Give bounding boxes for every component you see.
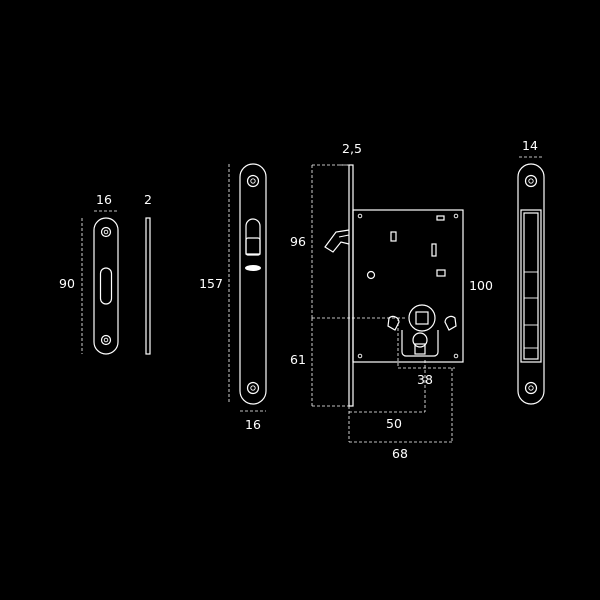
dim-lower-to-center: 61 — [290, 318, 349, 407]
striker-top-screw — [100, 226, 112, 238]
right-ear — [444, 315, 457, 331]
label-striker-thickness: 2 — [144, 192, 152, 207]
internal-pin — [431, 243, 437, 257]
striker-latch-slot — [99, 267, 113, 305]
faceplate-outline — [239, 163, 267, 405]
edge-case-outline — [520, 209, 542, 363]
label-backset: 50 — [386, 416, 402, 431]
cylinder-cam — [412, 332, 428, 348]
label-case-height: 100 — [469, 278, 493, 293]
label-upper-to-center: 96 — [290, 234, 306, 249]
faceplate-edge — [348, 164, 354, 407]
dim-cylinder-offset: 38 — [397, 318, 455, 387]
left-ear — [387, 315, 400, 331]
latch-bolt — [245, 237, 261, 256]
dim-edge-width: 14 — [519, 138, 543, 158]
brand-logo — [245, 265, 261, 271]
internal-spring — [436, 269, 446, 277]
striker-plate-outline — [93, 217, 119, 355]
lock-edge-view — [517, 163, 545, 405]
follower-hub — [408, 304, 436, 332]
internal-slot — [390, 231, 397, 242]
faceplate-top-screw — [246, 174, 260, 188]
label-lower-to-center: 61 — [290, 352, 306, 367]
label-striker-width: 16 — [96, 192, 112, 207]
label-faceplate-thickness: 2,5 — [342, 141, 362, 156]
striker-bottom-screw — [100, 334, 112, 346]
edge-bottom-screw — [524, 381, 538, 395]
striker-plate — [93, 217, 151, 355]
label-faceplate-height: 157 — [199, 276, 223, 291]
cylinder-cutout — [401, 330, 439, 357]
edge-top-screw — [524, 174, 538, 188]
faceplate-latch-opening — [245, 218, 261, 255]
lock-body-side-view — [324, 164, 464, 407]
faceplate-bottom-screw — [246, 381, 260, 395]
label-case-depth: 68 — [392, 446, 408, 461]
label-striker-height: 90 — [59, 276, 75, 291]
dim-upper-to-center: 96 — [290, 164, 405, 319]
dim-striker-height: 90 — [59, 218, 83, 354]
lock-case — [352, 209, 464, 363]
spindle-square — [415, 311, 429, 325]
edge-case-inner — [523, 212, 539, 360]
case-rivet — [366, 270, 376, 280]
dim-case-height: 100 — [462, 210, 493, 362]
dim-striker-width: 16 — [94, 192, 118, 212]
dim-case-depth: 68 — [348, 368, 453, 461]
latch-hook — [324, 229, 350, 253]
label-faceplate-width: 16 — [245, 417, 261, 432]
dim-faceplate-thickness: 2,5 — [340, 141, 362, 166]
edge-view-outline — [517, 163, 545, 405]
striker-side-profile — [145, 217, 151, 355]
dim-striker-thickness: 2 — [144, 192, 152, 207]
lock-faceplate — [239, 163, 267, 405]
label-edge-width: 14 — [522, 138, 538, 153]
dim-faceplate-width: 16 — [240, 410, 266, 432]
top-tab — [436, 215, 445, 221]
label-cylinder-offset: 38 — [417, 372, 433, 387]
dim-backset: 50 — [349, 360, 426, 431]
dim-faceplate-height: 157 — [199, 164, 230, 404]
